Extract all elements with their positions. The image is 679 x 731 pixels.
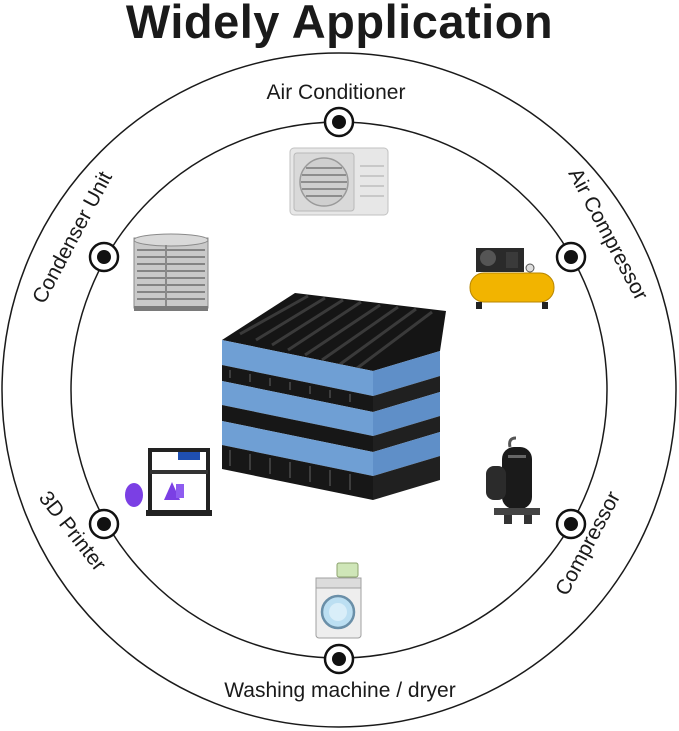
marker-compressor bbox=[555, 508, 587, 540]
air-compressor-icon bbox=[469, 248, 555, 309]
condenser-unit-icon bbox=[133, 233, 209, 311]
label-washing-machine: Washing machine / dryer bbox=[224, 679, 455, 702]
marker-washing-machine bbox=[323, 643, 355, 675]
marker-air-compressor bbox=[555, 241, 587, 273]
label-condenser-unit: Condenser Unit bbox=[28, 168, 117, 308]
compressor-icon bbox=[486, 436, 540, 524]
marker-3d-printer bbox=[88, 508, 120, 540]
marker-air-conditioner bbox=[323, 106, 355, 138]
marker-condenser-unit bbox=[88, 241, 120, 273]
air-conditioner-icon bbox=[289, 147, 389, 216]
label-air-conditioner: Air Conditioner bbox=[267, 81, 406, 104]
ring-markers bbox=[88, 106, 587, 675]
label-air-compressor: Air Compressor bbox=[564, 165, 653, 305]
outer-ring bbox=[1, 52, 677, 728]
anti-vibration-pad-stack bbox=[222, 293, 446, 500]
3d-printer-icon bbox=[125, 448, 212, 516]
label-compressor: Compressor bbox=[551, 488, 625, 600]
washing-machine-icon bbox=[315, 562, 362, 639]
page-title: Widely Application bbox=[125, 0, 554, 48]
